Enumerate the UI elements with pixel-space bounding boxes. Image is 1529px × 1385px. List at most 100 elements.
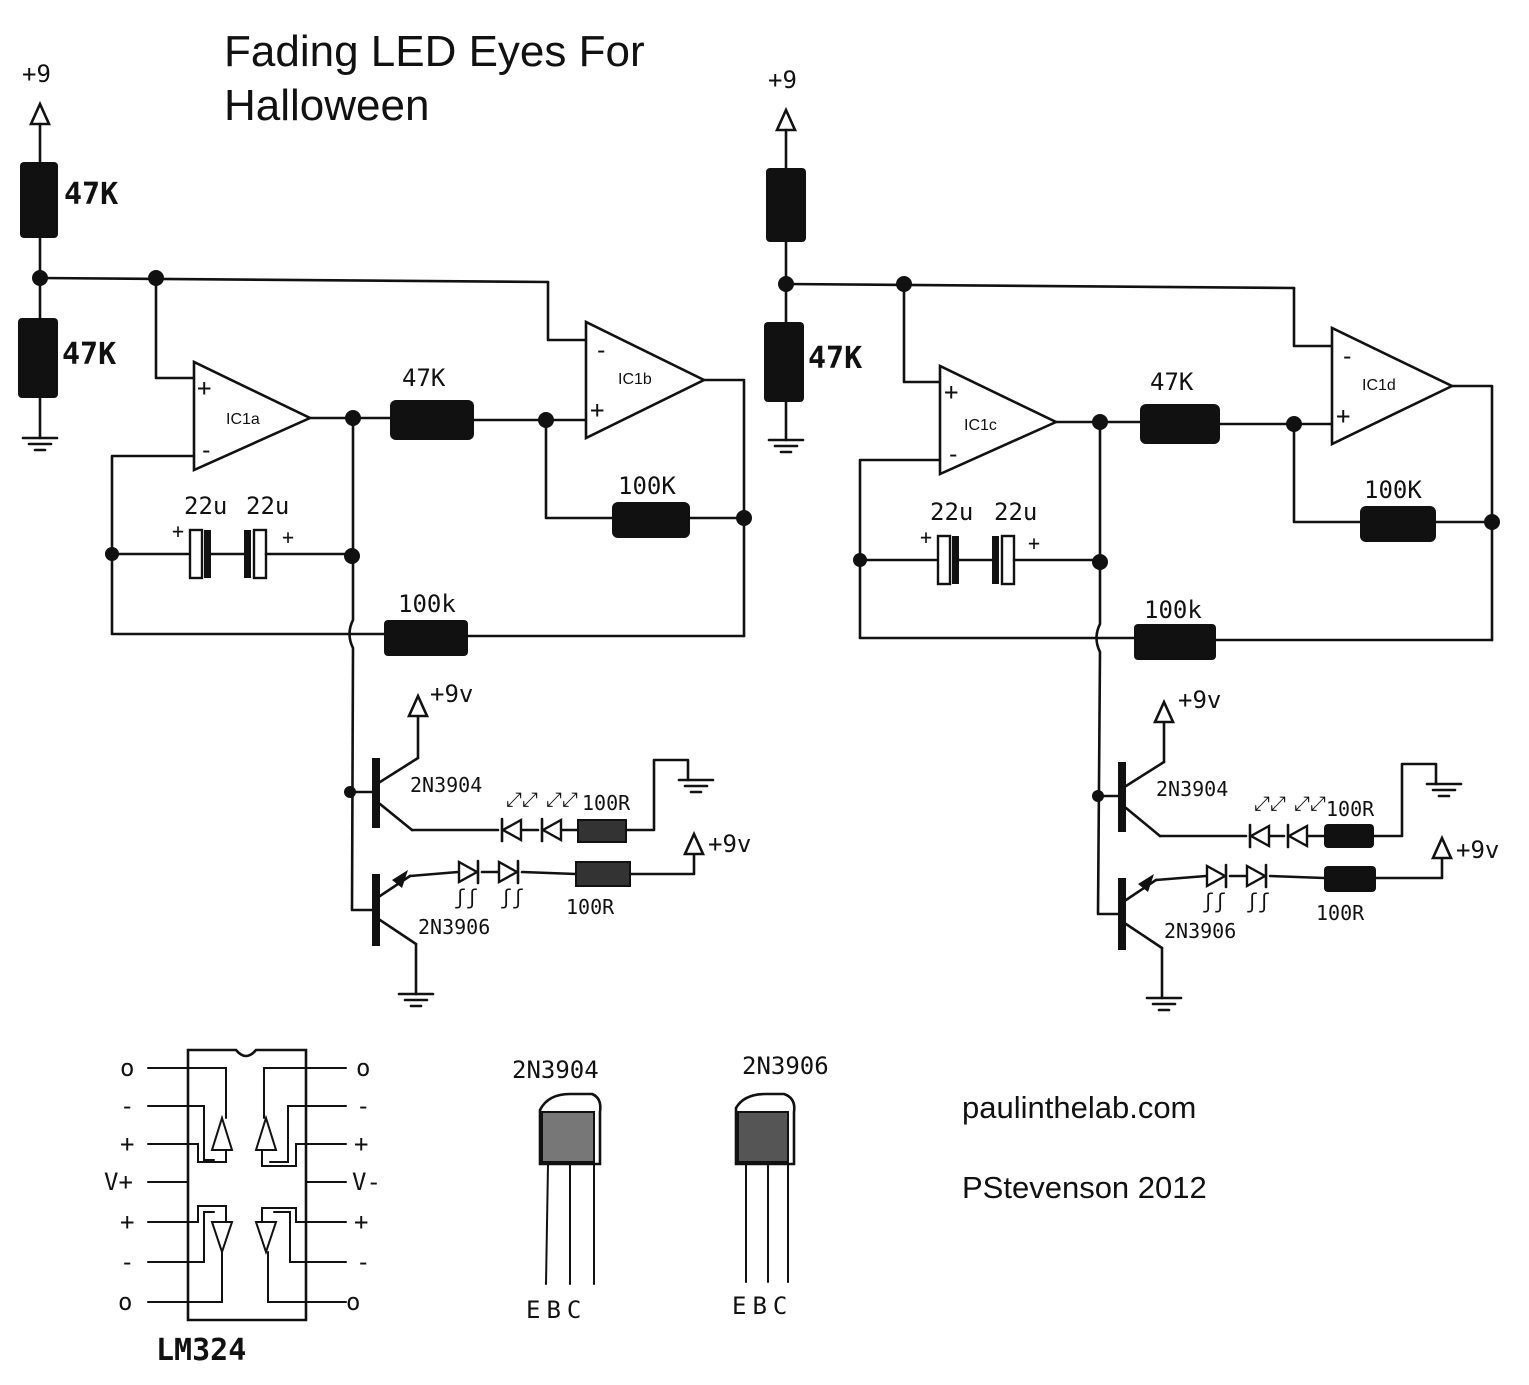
resistor-led-bottom xyxy=(575,861,631,887)
npn-supply-arrow-icon xyxy=(1153,700,1175,724)
pinout-2n3906-label: 2N3906 xyxy=(742,1052,829,1080)
svg-text:+: + xyxy=(1028,531,1040,555)
pnp-supply-arrow-icon xyxy=(683,832,705,856)
svg-text:+: + xyxy=(1336,402,1350,430)
svg-text:+: + xyxy=(172,519,184,543)
svg-text:-: - xyxy=(1340,342,1354,370)
resistor-divider-bottom xyxy=(764,322,804,402)
resistor-led-top-label: 100R xyxy=(1326,797,1375,821)
svg-text:+: + xyxy=(197,374,211,402)
svg-text:+: + xyxy=(282,525,294,549)
title-line-2: Halloween xyxy=(224,81,429,130)
led-3-icon xyxy=(457,859,480,885)
led-2-icon xyxy=(1286,823,1309,849)
svg-text:ʃʃ: ʃʃ xyxy=(1246,889,1270,913)
lm324-right-pin-6: - xyxy=(356,1248,370,1276)
ground-led-icon xyxy=(1425,782,1463,798)
circuit-right: +9 47K + - IC1c 47K - + IC1d 100K xyxy=(764,66,1500,1012)
resistor-led-top-label: 100R xyxy=(582,791,631,815)
pnp-label: 2N3906 xyxy=(418,915,490,939)
svg-text:⤢⤢: ⤢⤢ xyxy=(1254,791,1286,815)
resistor-feedback xyxy=(1360,506,1436,542)
lm324-left-pin-4: V+ xyxy=(104,1168,133,1196)
resistor-divider-bottom xyxy=(18,318,58,398)
transistor-npn-base xyxy=(372,758,380,828)
svg-text:ʃʃ: ʃʃ xyxy=(500,885,524,909)
resistor-led-bottom-label: 100R xyxy=(566,895,615,919)
capacitor-2-label: 22u xyxy=(994,498,1037,526)
svg-text:⤢⤢: ⤢⤢ xyxy=(1294,791,1326,815)
resistor-loop-label: 100k xyxy=(1144,596,1202,624)
resistor-feedback-label: 100K xyxy=(618,472,676,500)
resistor-led-top xyxy=(1324,824,1374,848)
pnp-supply-arrow-icon xyxy=(1431,836,1453,860)
resistor-feedback-label: 100K xyxy=(1364,476,1422,504)
capacitor-1-label: 22u xyxy=(184,492,227,520)
led-2-icon xyxy=(540,817,563,843)
led-1-icon xyxy=(1248,823,1271,849)
lm324-right-pin-4: V- xyxy=(352,1168,381,1196)
resistor-divider-top xyxy=(766,168,806,242)
pnp-supply-label: +9v xyxy=(708,830,751,858)
website-label: paulinthelab.com xyxy=(962,1090,1196,1125)
ground-icon xyxy=(21,436,59,452)
svg-text:-: - xyxy=(199,436,213,464)
resistor-series xyxy=(390,400,474,440)
npn-label: 2N3904 xyxy=(1156,777,1228,801)
ground-pnp-icon xyxy=(397,992,435,1008)
resistor-series-label: 47K xyxy=(402,364,446,392)
resistor-loop xyxy=(384,620,468,656)
lm324-label: LM324 xyxy=(156,1333,246,1368)
lm324-left-pin-1: o xyxy=(120,1054,134,1082)
title-line-1: Fading LED Eyes For xyxy=(224,27,645,76)
resistor-led-bottom-label: 100R xyxy=(1316,901,1365,925)
resistor-divider-bottom-label: 47K xyxy=(62,337,116,372)
opamp-ic1b-label: IC1b xyxy=(618,371,652,388)
npn-label: 2N3904 xyxy=(410,773,482,797)
lm324-left-pin-5: + xyxy=(120,1208,134,1236)
capacitor-2-label: 22u xyxy=(246,492,289,520)
pinout-2n3906-pins: EBC xyxy=(732,1292,793,1320)
opamp-ic1a-label: IC1a xyxy=(226,411,260,428)
lm324-left-pin-7: o xyxy=(118,1288,132,1316)
led-1-icon xyxy=(500,817,523,843)
opamp-ic1c-label: IC1c xyxy=(964,417,997,434)
author-label: PStevenson 2012 xyxy=(962,1170,1207,1205)
svg-text:ʃʃ: ʃʃ xyxy=(454,885,478,909)
svg-text:-: - xyxy=(594,336,608,364)
circuit-left: +9 47K 47K + - IC1a 47K - + IC1b xyxy=(18,60,752,1008)
pnp-label: 2N3906 xyxy=(1164,919,1236,943)
svg-text:+: + xyxy=(944,378,958,406)
opamp-ic1d-label: IC1d xyxy=(1362,377,1396,394)
svg-text:+: + xyxy=(920,525,932,549)
capacitor-1 xyxy=(188,528,204,580)
pinout-2n3906: 2N3906 EBC xyxy=(732,1052,829,1320)
transistor-npn-base xyxy=(1118,762,1126,832)
ground-pnp-icon xyxy=(1145,996,1183,1012)
lm324-right-pin-2: - xyxy=(356,1092,370,1120)
lm324-right-pin-3: + xyxy=(354,1130,368,1158)
opamp-ic1d xyxy=(1330,325,1455,447)
resistor-loop-label: 100k xyxy=(398,590,456,618)
opamp-ic1b xyxy=(584,319,707,441)
transistor-pnp-base xyxy=(372,874,380,946)
resistor-series xyxy=(1140,404,1220,444)
opamp-ic1a xyxy=(192,359,314,473)
resistor-divider-bottom-label: 47K xyxy=(808,341,862,376)
supply-label: +9 xyxy=(768,66,797,94)
resistor-led-bottom xyxy=(1324,866,1376,892)
resistor-divider-top xyxy=(20,162,58,238)
npn-supply-label: +9v xyxy=(430,680,473,708)
resistor-led-top xyxy=(577,819,627,843)
resistor-divider-top-label: 47K xyxy=(64,177,118,212)
supply-arrow-icon xyxy=(775,108,797,132)
ground-icon xyxy=(767,438,805,454)
lm324-left-pin-2: - xyxy=(120,1092,134,1120)
svg-text:⤢⤢: ⤢⤢ xyxy=(506,787,538,811)
pinout-2n3904-pins: EBC xyxy=(526,1296,587,1324)
resistor-loop xyxy=(1134,624,1216,660)
svg-text:⤢⤢: ⤢⤢ xyxy=(546,787,578,811)
svg-text:+: + xyxy=(590,396,604,424)
npn-supply-label: +9v xyxy=(1178,686,1221,714)
lm324-left-pin-6: - xyxy=(120,1248,134,1276)
